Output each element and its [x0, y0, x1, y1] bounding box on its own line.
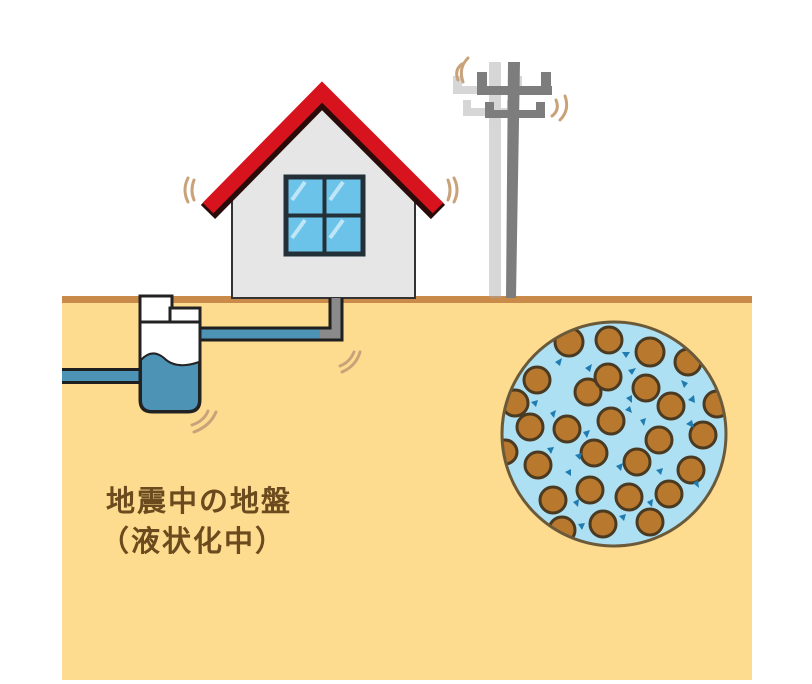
- manhole-tank: [138, 294, 362, 434]
- window-icon: [283, 174, 366, 257]
- house: [183, 81, 459, 299]
- utility-pole: [453, 56, 569, 298]
- drain-pipe: [62, 298, 344, 384]
- ground-label-line1: 地震中の地盤: [106, 484, 293, 518]
- soil-magnified-circle: [500, 320, 728, 548]
- vibration-icon: [183, 176, 459, 204]
- vibration-icon: [190, 350, 362, 434]
- vibration-icon: [455, 56, 569, 122]
- ground-label-line2: （液状化中）: [100, 524, 287, 558]
